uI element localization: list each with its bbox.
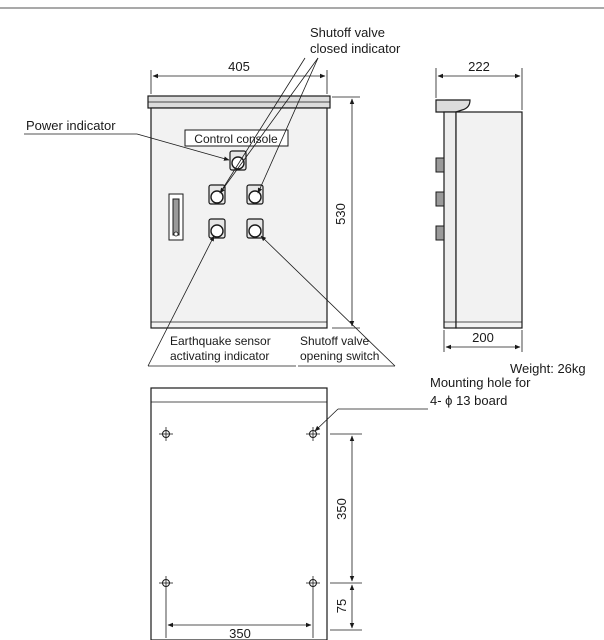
weight-label: Weight: 26kg xyxy=(510,361,586,376)
earthquake-label-line2: activating indicator xyxy=(170,349,269,363)
side-view: 222 200 Weight: 26kg xyxy=(435,59,586,376)
opening-switch-label-line1: Shutoff valve xyxy=(300,334,369,348)
opening-switch-label-line2: opening switch xyxy=(300,349,379,363)
side-lid xyxy=(435,99,471,113)
mounting-label-line2: 4- ϕ 13 board xyxy=(430,393,507,408)
control-console-box xyxy=(184,129,289,147)
earthquake-sensor-indicator xyxy=(208,218,226,239)
side-protrusion-3 xyxy=(435,225,445,241)
hole-offset-bottom-dimension: 75 xyxy=(334,599,349,613)
side-cabinet xyxy=(455,111,523,329)
mounting-hole-top-left xyxy=(159,427,173,441)
front-view: Control console xyxy=(24,25,401,367)
hole-pitch-horizontal-dimension: 350 xyxy=(229,626,251,640)
mounting-view: Mounting hole for 4- ϕ 13 board 350 75 3… xyxy=(150,375,531,640)
front-width-dimension: 405 xyxy=(228,59,250,74)
mounting-hole-bottom-right xyxy=(306,576,320,590)
mounting-board xyxy=(150,387,328,640)
door-handle xyxy=(168,193,184,241)
shutoff-opening-switch xyxy=(246,218,264,239)
side-protrusion-1 xyxy=(435,157,445,173)
shutoff-closed-indicator-left xyxy=(208,184,226,205)
side-depth-bottom-dimension: 200 xyxy=(472,330,494,345)
side-panel-front xyxy=(443,111,457,329)
mounting-label-line1: Mounting hole for xyxy=(430,375,531,390)
side-protrusion-2 xyxy=(435,191,445,207)
power-indicator-label: Power indicator xyxy=(26,118,116,133)
front-height-dimension: 530 xyxy=(333,203,348,225)
hole-pitch-vertical-dimension: 350 xyxy=(334,498,349,520)
mounting-hole-bottom-left xyxy=(159,576,173,590)
mounting-hole-top-right xyxy=(306,427,320,441)
shutoff-closed-label-line2: closed indicator xyxy=(310,41,401,56)
side-depth-top-dimension: 222 xyxy=(468,59,490,74)
shutoff-closed-label-line1: Shutoff valve xyxy=(310,25,385,40)
earthquake-label-line1: Earthquake sensor xyxy=(170,334,271,348)
control-console-label: Control console xyxy=(194,132,278,146)
